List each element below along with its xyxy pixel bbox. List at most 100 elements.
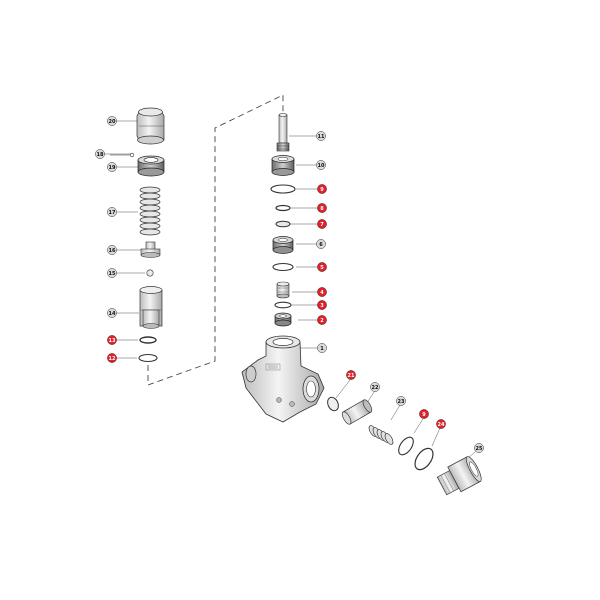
callout-c9: 9 xyxy=(317,184,327,194)
callout-c15: 15 xyxy=(107,268,117,278)
part-2-seal xyxy=(274,312,292,327)
callout-c13: 13 xyxy=(107,335,117,345)
callout-bubble xyxy=(317,287,327,297)
callout-bubble xyxy=(107,335,117,345)
callout-bubble xyxy=(419,409,429,419)
callout-c6: 6 xyxy=(316,239,326,249)
callout-c21: 21 xyxy=(346,370,356,380)
callout-c8: 8 xyxy=(317,203,327,213)
part-13-washer xyxy=(139,336,157,344)
callout-bubble xyxy=(107,353,117,363)
callout-label: 11 xyxy=(318,134,325,140)
callout-label: 24 xyxy=(438,422,445,428)
part-8-washer xyxy=(275,204,291,212)
part-20-cap-nut xyxy=(136,107,165,145)
callout-label: 25 xyxy=(476,446,483,452)
callout-bubble xyxy=(317,203,327,213)
callout-c22: 22 xyxy=(370,382,380,392)
callout-label: 20 xyxy=(109,119,116,125)
part-17-spring xyxy=(139,186,161,236)
callout-bubble xyxy=(317,184,327,194)
part-7-washer xyxy=(275,220,291,228)
callout-label: 10 xyxy=(318,163,325,169)
callout-c10: 10 xyxy=(316,160,326,170)
callout-label: 12 xyxy=(109,356,116,362)
callout-c12: 12 xyxy=(107,353,117,363)
part-6-seal-holder xyxy=(272,236,294,254)
callout-c23: 23 xyxy=(396,396,406,406)
part-23-spring xyxy=(368,425,394,445)
callout-c11: 11 xyxy=(316,131,326,141)
callout-label: 16 xyxy=(109,248,116,254)
callout-label: 2 xyxy=(320,318,324,324)
callout-c16: 16 xyxy=(107,245,117,255)
callout-c18: 18 xyxy=(95,149,105,159)
callout-bubble xyxy=(317,315,327,325)
callout-bubble xyxy=(370,382,380,392)
callout-label: 8 xyxy=(320,206,324,212)
callout-c2: 2 xyxy=(317,315,327,325)
part-12-oring xyxy=(138,353,158,363)
callout-c9b: 9 xyxy=(419,409,429,419)
callout-c3: 3 xyxy=(317,300,327,310)
callout-bubble xyxy=(436,419,446,429)
part-1-valve-body xyxy=(241,335,325,423)
callout-label: 22 xyxy=(372,385,379,391)
callout-c25: 25 xyxy=(474,443,484,453)
callout-bubble xyxy=(396,396,406,406)
callout-c19: 19 xyxy=(107,162,117,172)
part-9-oring-right xyxy=(398,436,414,456)
part-10-guide xyxy=(271,155,295,176)
part-19-locknut xyxy=(137,155,165,177)
callout-bubble xyxy=(317,219,327,229)
callout-layer: 2018191716151413121110987654321212223924… xyxy=(95,116,484,453)
callout-label: 18 xyxy=(97,152,104,158)
callout-label: 4 xyxy=(320,290,324,296)
part-16-piston xyxy=(140,241,161,258)
callout-bubble xyxy=(317,300,327,310)
callout-bubble xyxy=(107,268,117,278)
callout-bubble xyxy=(474,443,484,453)
callout-c5: 5 xyxy=(317,262,327,272)
part-15-ball xyxy=(146,269,154,277)
callout-c20: 20 xyxy=(107,116,117,126)
callout-c14: 14 xyxy=(107,308,117,318)
callout-bubble xyxy=(107,308,117,318)
callout-c4: 4 xyxy=(317,287,327,297)
callout-label: 14 xyxy=(109,311,116,317)
callout-bubble xyxy=(107,116,117,126)
part-4-spring-seat xyxy=(276,281,290,299)
part-25-fitting xyxy=(436,456,482,496)
callout-label: 5 xyxy=(320,265,324,271)
callout-bubble xyxy=(317,262,327,272)
callout-label: 19 xyxy=(109,165,116,171)
callout-label: 13 xyxy=(109,338,116,344)
part-14-seat xyxy=(139,286,163,329)
part-9-oring xyxy=(270,184,296,194)
assembly-dashed-line xyxy=(147,94,284,386)
callout-label: 9 xyxy=(320,187,324,193)
callout-bubble xyxy=(316,239,326,249)
part-11-stem xyxy=(276,113,290,152)
callout-label: 15 xyxy=(109,271,116,277)
callout-c24: 24 xyxy=(436,419,446,429)
callout-bubble xyxy=(95,149,105,159)
part-3-washer xyxy=(274,301,292,309)
part-24-oring xyxy=(414,447,434,471)
callout-bubble xyxy=(316,131,326,141)
callout-label: 7 xyxy=(320,222,324,228)
callout-bubble xyxy=(107,162,117,172)
callout-label: 6 xyxy=(319,242,323,248)
callout-bubble xyxy=(316,160,326,170)
callout-label: 1 xyxy=(320,346,324,352)
callout-bubble xyxy=(346,370,356,380)
callout-bubble xyxy=(107,207,117,217)
callout-label: 9 xyxy=(422,412,426,418)
callout-label: 21 xyxy=(348,373,355,379)
callout-bubble xyxy=(107,245,117,255)
callout-c7: 7 xyxy=(317,219,327,229)
callout-c1: 1 xyxy=(317,343,327,353)
part-22-cylinder xyxy=(341,399,373,425)
